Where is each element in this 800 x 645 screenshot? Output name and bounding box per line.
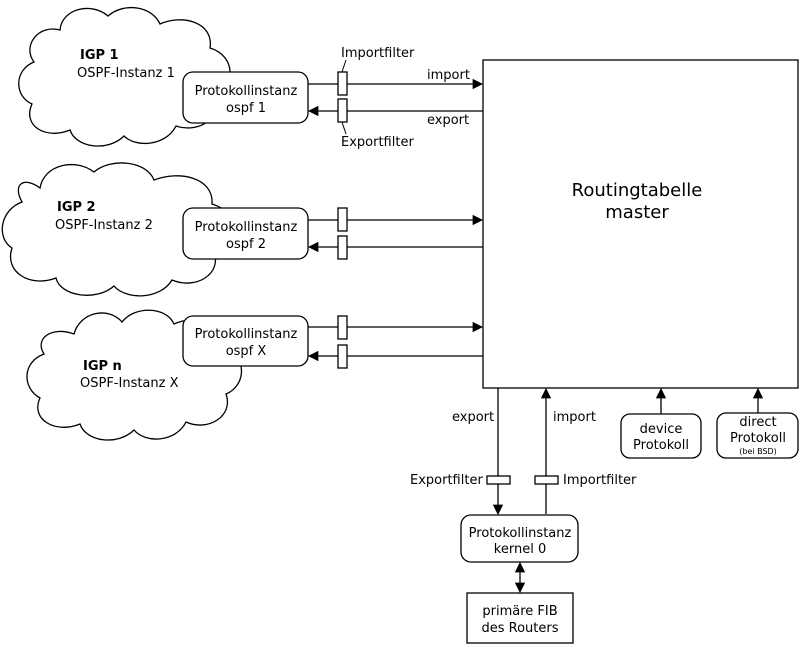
instance-ospf-x-line2: ospf X bbox=[226, 344, 267, 359]
direct-protocol-box bbox=[716, 412, 799, 459]
instance-ospf-2-line2: ospf 2 bbox=[226, 237, 266, 252]
cloud-igp-n-subtitle: OSPF-Instanz X bbox=[80, 376, 179, 391]
direct-line1: direct bbox=[739, 415, 776, 430]
routing-table-box bbox=[482, 59, 799, 389]
cloud-igp-n-title: IGP n bbox=[83, 359, 122, 374]
import-filter-pointer bbox=[341, 59, 347, 73]
export-filter-kernel bbox=[486, 475, 511, 485]
fib-line1: primäre FIB bbox=[482, 604, 557, 619]
fib-line2: des Routers bbox=[481, 621, 558, 636]
direct-note: (bei BSD) bbox=[739, 447, 777, 456]
fib-box bbox=[466, 592, 574, 644]
cloud-igp-2-title: IGP 2 bbox=[57, 200, 96, 215]
routing-table-line2: master bbox=[605, 202, 669, 223]
cloud-igp-1 bbox=[18, 6, 231, 147]
kernel-export-label: export bbox=[452, 410, 494, 425]
kernel-line1: Protokollinstanz bbox=[469, 526, 572, 541]
instance-ospf-x-line1: Protokollinstanz bbox=[195, 327, 298, 342]
import-filter-label: Importfilter bbox=[341, 46, 415, 61]
kernel-export-filter-label: Exportfilter bbox=[410, 473, 483, 488]
kernel-import-filter-label: Importfilter bbox=[563, 473, 637, 488]
export-filter-ospf-2 bbox=[337, 235, 348, 260]
routing-table-line1: Routingtabelle bbox=[572, 180, 703, 201]
export-filter-ospf-1 bbox=[337, 98, 348, 123]
import-filter-ospf-1 bbox=[337, 71, 348, 96]
device-line1: device bbox=[640, 422, 683, 437]
export-label-top: export bbox=[427, 113, 469, 128]
direct-line2: Protokoll bbox=[730, 431, 786, 446]
instance-ospf-2 bbox=[182, 207, 309, 260]
device-line2: Protokoll bbox=[633, 438, 689, 453]
cloud-igp-1-subtitle: OSPF-Instanz 1 bbox=[77, 66, 175, 81]
cloud-igp-2-subtitle: OSPF-Instanz 2 bbox=[55, 218, 153, 233]
import-filter-ospf-x bbox=[337, 315, 348, 340]
kernel-line2: kernel 0 bbox=[494, 542, 546, 557]
cloud-igp-2 bbox=[1, 162, 234, 297]
export-filter-label: Exportfilter bbox=[341, 135, 414, 150]
instance-ospf-1-line2: ospf 1 bbox=[226, 101, 266, 116]
export-filter-ospf-x bbox=[337, 344, 348, 369]
device-protocol-box bbox=[620, 413, 702, 459]
instance-ospf-1 bbox=[182, 71, 309, 124]
import-filter-kernel bbox=[534, 475, 559, 485]
import-label-top: import bbox=[427, 68, 470, 83]
instance-ospf-x bbox=[182, 315, 309, 367]
export-filter-pointer bbox=[341, 121, 347, 135]
cloud-igp-1-title: IGP 1 bbox=[80, 48, 119, 63]
instance-ospf-1-line1: Protokollinstanz bbox=[195, 84, 298, 99]
kernel-import-label: import bbox=[553, 410, 596, 425]
import-filter-ospf-2 bbox=[337, 207, 348, 232]
instance-ospf-2-line1: Protokollinstanz bbox=[195, 220, 298, 235]
